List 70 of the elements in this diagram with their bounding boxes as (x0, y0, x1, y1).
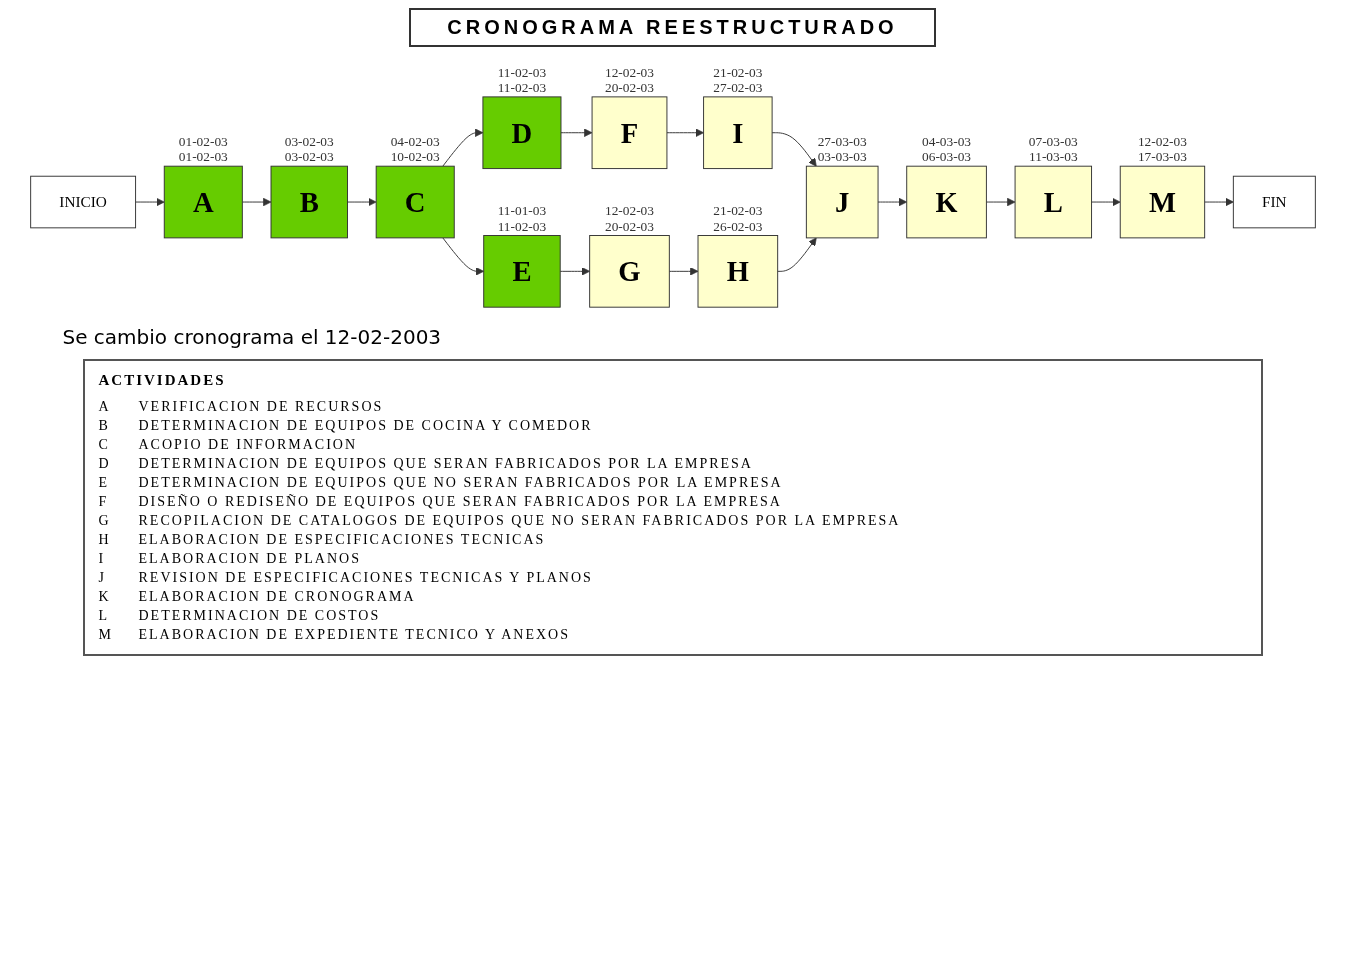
node-box: G (588, 235, 670, 308)
activity-description: REVISION DE ESPECIFICACIONES TECNICAS Y PLANOS (138, 568, 593, 587)
date-label: 01-02-03 (178, 149, 228, 165)
activity-letter: H (98, 530, 112, 549)
activity-description: RECOPILACION DE CATALOGOS DE EQUIPOS QUE NO SERAN FABRICADOS POR LA EMPRESA (138, 511, 901, 530)
date-label: 17-03-03 (1137, 149, 1187, 165)
activity-letter: L (98, 606, 111, 625)
date-label: 12-02-03 (604, 203, 654, 219)
activity-letter: I (98, 549, 107, 568)
date-label: 11-02-03 (497, 64, 546, 80)
activity-letter: D (98, 454, 112, 473)
activity-description: ELABORACION DE EXPEDIENTE TECNICO Y ANEXOS (138, 625, 571, 644)
node-box: B (270, 165, 348, 239)
node-box: H (697, 235, 778, 308)
activity-letter: M (98, 625, 114, 644)
date-label: 03-02-03 (284, 149, 334, 165)
activity-description: ELABORACION DE CRONOGRAMA (138, 587, 416, 606)
date-label: 11-01-03 (497, 203, 546, 219)
date-label: 10-02-03 (390, 149, 440, 165)
node-box: A (163, 165, 243, 239)
date-label: 03-02-03 (284, 134, 334, 150)
date-label: 11-02-03 (497, 218, 546, 234)
date-label: 07-03-03 (1028, 134, 1078, 150)
date-label: 27-03-03 (817, 134, 867, 150)
activity-description: DETERMINACION DE EQUIPOS QUE NO SERAN FABRICADOS POR LA EMPRESA (138, 473, 783, 492)
node-box: C (375, 165, 455, 239)
activity-letter: J (98, 568, 107, 587)
activity-description: DETERMINACION DE EQUIPOS QUE SERAN FABRICADOS POR LA EMPRESA (138, 454, 753, 473)
activity-letter: B (98, 416, 111, 435)
date-label: 11-03-03 (1028, 149, 1078, 165)
date-label: 11-02-03 (497, 80, 546, 96)
activity-description: ELABORACION DE ESPECIFICACIONES TECNICAS (138, 530, 546, 549)
date-label: 21-02-03 (712, 64, 762, 80)
activity-description: ELABORACION DE PLANOS (138, 549, 361, 568)
date-label: 03-03-03 (817, 149, 867, 165)
date-label: 12-02-03 (604, 64, 654, 80)
node-box: INICIO (29, 175, 136, 229)
activity-description: ACOPIO DE INFORMACION (138, 435, 358, 454)
activity-letter: C (98, 435, 111, 454)
date-label: 12-02-03 (1137, 134, 1187, 150)
date-label: 26-02-03 (712, 218, 762, 234)
node-box: J (805, 165, 879, 239)
date-label: 01-02-03 (178, 134, 228, 150)
note-text: Se cambio cronograma el 12-02-2003 (62, 324, 442, 349)
node-box: L (1014, 165, 1092, 239)
activity-letter: G (98, 511, 112, 530)
activity-letter: F (98, 492, 110, 511)
node-box: F (591, 96, 667, 170)
node-box: E (482, 235, 561, 308)
activity-letter: K (98, 587, 112, 606)
date-label: 04-02-03 (390, 134, 440, 150)
activity-letter: A (98, 397, 112, 416)
activity-description: DISEÑO O REDISEÑO DE EQUIPOS QUE SERAN FABRICADOS POR LA EMPRESA (138, 492, 782, 511)
activity-description: VERIFICACION DE RECURSOS (138, 397, 384, 416)
date-label: 06-03-03 (921, 149, 971, 165)
activity-description: DETERMINACION DE COSTOS (138, 606, 381, 625)
date-label: 20-02-03 (604, 218, 654, 234)
date-label: 20-02-03 (604, 80, 654, 96)
date-label: 04-03-03 (921, 134, 971, 150)
node-box: D (481, 96, 561, 170)
node-box: K (905, 165, 987, 239)
date-label: 27-02-03 (712, 80, 762, 96)
panel-heading: ACTIVIDADES (98, 371, 226, 389)
diagram-title: CRONOGRAMA REESTRUCTURADO (409, 8, 936, 47)
node-box: FIN (1232, 175, 1316, 229)
node-box: I (702, 96, 773, 170)
activity-description: DETERMINACION DE EQUIPOS DE COCINA Y COMEDOR (138, 416, 593, 435)
activity-letter: E (98, 473, 111, 492)
date-label: 21-02-03 (712, 203, 762, 219)
node-box: M (1119, 165, 1205, 239)
